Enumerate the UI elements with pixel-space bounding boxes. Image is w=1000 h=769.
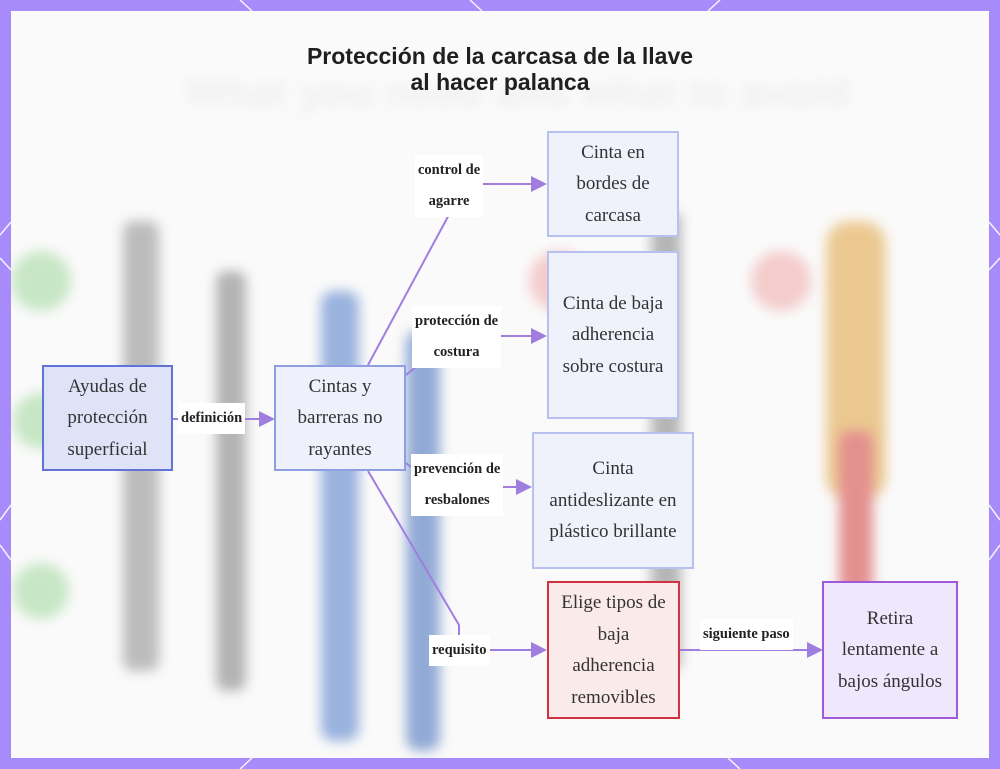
title-line-1: Protección de la carcasa de la llave bbox=[306, 43, 694, 69]
background-caption: What you need and what to avoid bbox=[186, 71, 851, 115]
edge-label-next-step: siguiente paso bbox=[700, 619, 793, 650]
node-root: Ayudas de protección superficial bbox=[42, 365, 173, 471]
edge-label-seam: protección de costura bbox=[412, 306, 502, 368]
node-grip: Cinta en bordes de carcasa bbox=[547, 131, 679, 237]
node-seam: Cinta de baja adherencia sobre costura bbox=[547, 251, 679, 419]
diagram-canvas: What you need and what to avoid Protecci… bbox=[11, 11, 989, 758]
edge-label-grip: control de agarre bbox=[415, 155, 484, 217]
edge-label-slip: prevención de resbalones bbox=[411, 454, 504, 516]
edge-label-requirement: requisito bbox=[429, 635, 490, 666]
title-line-2: al hacer palanca bbox=[410, 69, 590, 95]
node-slip: Cinta antideslizante en plástico brillan… bbox=[532, 432, 694, 569]
node-choose: Elige tipos de baja adherencia removible… bbox=[547, 581, 680, 719]
edge-label-definition: definición bbox=[178, 403, 246, 434]
node-tapes: Cintas y barreras no rayantes bbox=[274, 365, 406, 471]
diagram-title: Protección de la carcasa de la llave al … bbox=[11, 43, 989, 95]
node-remove: Retira lentamente a bajos ángulos bbox=[822, 581, 958, 719]
